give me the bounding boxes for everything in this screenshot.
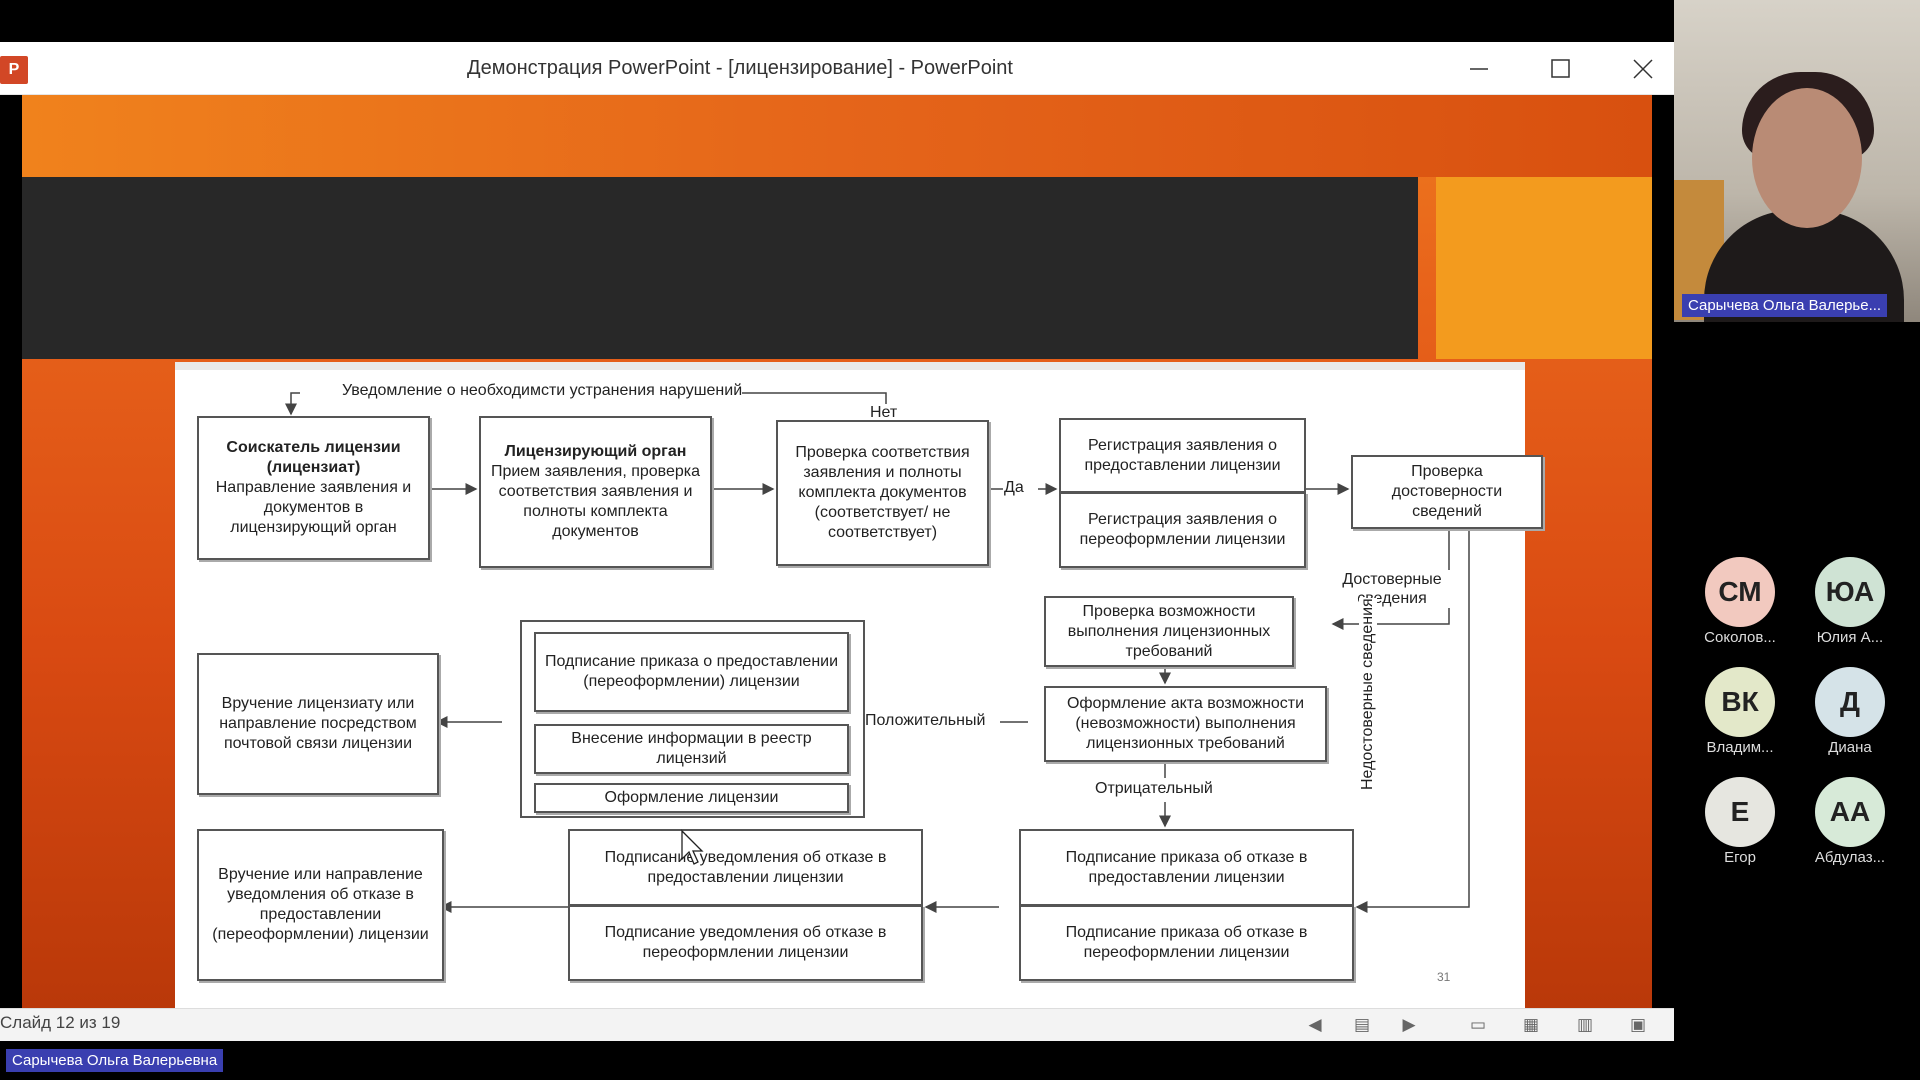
box-refusal-order-grant: Подписание приказа об отказе в предостав…: [1019, 829, 1354, 905]
normal-view-icon[interactable]: ▭: [1469, 1015, 1487, 1035]
box-refusal-order-reissue: Подписание приказа об отказе в переоформ…: [1019, 905, 1354, 981]
maximize-icon: [1551, 59, 1570, 78]
minimize-icon: [1470, 68, 1488, 70]
reliable-label: Достоверные сведения: [1332, 570, 1452, 608]
avatar: ЮА: [1815, 557, 1885, 627]
box-issue-license: Оформление лицензии: [534, 783, 849, 813]
participant-name: Абдулаз...: [1814, 849, 1886, 866]
box-register-grant: Регистрация заявления о предоставлении л…: [1059, 418, 1306, 492]
no-label: Нет: [870, 404, 898, 422]
slide-page-number: 31: [1437, 970, 1451, 984]
maximize-button[interactable]: [1520, 42, 1600, 94]
participant-name: Юлия А...: [1816, 629, 1884, 646]
box-applicant-title: Соискатель лицензии (лицензиат): [226, 439, 401, 476]
box-register-reissue: Регистрация заявления о переоформлении л…: [1059, 492, 1306, 568]
avatar: СМ: [1705, 557, 1775, 627]
positive-label: Положительный: [865, 712, 986, 730]
unreliable-label: Недостоверные сведения: [1359, 598, 1377, 790]
title-bar: P Демонстрация PowerPoint - [лицензирова…: [0, 42, 1674, 95]
box-sign-order: Подписание приказа о предоставлении (пер…: [534, 632, 849, 712]
slide-accent-block: [1436, 177, 1652, 359]
slide-counter: Слайд 12 из 19: [0, 1013, 121, 1032]
box-applicant: Соискатель лицензии (лицензиат) Направле…: [197, 416, 430, 560]
slide-sorter-icon[interactable]: ▦: [1522, 1015, 1540, 1035]
participant-tile[interactable]: ВК Владим...: [1685, 667, 1795, 756]
participant-tile[interactable]: Е Егор: [1685, 777, 1795, 866]
status-bar: Слайд 12 из 19 ◀ ▤ ▶ ▭ ▦ ▥ ▣: [0, 1008, 1674, 1041]
slide[interactable]: Уведомление о необходимсти устранения на…: [22, 95, 1652, 1012]
flowchart: Уведомление о необходимсти устранения на…: [175, 362, 1543, 1012]
participant-tile[interactable]: АА Абдулаз...: [1795, 777, 1905, 866]
box-refusal-notice-grant: Подписание уведомления об отказе в предо…: [568, 829, 923, 905]
notes-icon[interactable]: ▤: [1353, 1015, 1371, 1035]
avatar: ВК: [1705, 667, 1775, 737]
participant-tile[interactable]: ЮА Юлия А...: [1795, 557, 1905, 646]
avatar: Е: [1705, 777, 1775, 847]
next-slide-icon[interactable]: ▶: [1402, 1015, 1416, 1035]
presenter-name: Сарычева Ольга Валерье...: [1682, 294, 1888, 317]
participant-tile[interactable]: СМ Соколов...: [1685, 557, 1795, 646]
yes-label: Да: [1004, 479, 1024, 497]
box-registry: Внесение информации в реестр лицензий: [534, 724, 849, 774]
box-refusal-notice-reissue: Подписание уведомления об отказе в перео…: [568, 905, 923, 981]
prev-slide-icon[interactable]: ◀: [1308, 1015, 1322, 1035]
slide-area: Уведомление о необходимсти устранения на…: [0, 95, 1674, 1050]
window-title: Демонстрация PowerPoint - [лицензировани…: [467, 57, 1013, 79]
box-act: Оформление акта возможности (невозможнос…: [1044, 686, 1327, 762]
participant-tile[interactable]: Д Диана: [1795, 667, 1905, 756]
avatar: АА: [1815, 777, 1885, 847]
slideshow-icon[interactable]: ▣: [1629, 1015, 1647, 1035]
feedback-label: Уведомление о необходимсти устранения на…: [342, 382, 743, 400]
negative-label: Отрицательный: [1095, 780, 1213, 798]
screen-share-owner-name: Сарычева Ольга Валерьевна: [6, 1049, 224, 1072]
box-check-completeness: Проверка соответствия заявления и полнот…: [776, 420, 989, 566]
box-deliver-refusal: Вручение или направление уведомления об …: [197, 829, 444, 981]
close-button[interactable]: [1602, 42, 1682, 94]
presenter-face: [1752, 88, 1862, 228]
reading-view-icon[interactable]: ▥: [1576, 1015, 1594, 1035]
avatar: Д: [1815, 667, 1885, 737]
box-verify-data: Проверка достоверности сведений: [1351, 455, 1543, 529]
box-authority: Лицензирующий орган Прием заявления, про…: [479, 416, 712, 568]
minimize-button[interactable]: [1438, 42, 1518, 94]
participant-name: Егор: [1724, 849, 1756, 866]
participant-name: Соколов...: [1704, 629, 1776, 646]
powerpoint-window: P Демонстрация PowerPoint - [лицензирова…: [0, 42, 1674, 1050]
slide-top-band: [22, 95, 1652, 177]
box-authority-text: Прием заявления, проверка соответствия з…: [490, 463, 701, 540]
close-icon: [1633, 59, 1653, 79]
participant-name: Владим...: [1706, 739, 1774, 756]
box-check-possibility: Проверка возможности выполнения лицензио…: [1044, 596, 1294, 667]
presenter-video[interactable]: Сарычева Ольга Валерье...: [1674, 0, 1920, 322]
slide-title-area: [22, 177, 1418, 359]
box-deliver-license: Вручение лицензиату или направление поср…: [197, 653, 439, 795]
participant-name: Диана: [1828, 739, 1872, 756]
powerpoint-icon: P: [0, 56, 28, 84]
box-authority-title: Лицензирующий орган: [504, 443, 687, 460]
box-applicant-text: Направление заявления и документов в лиц…: [215, 479, 412, 536]
